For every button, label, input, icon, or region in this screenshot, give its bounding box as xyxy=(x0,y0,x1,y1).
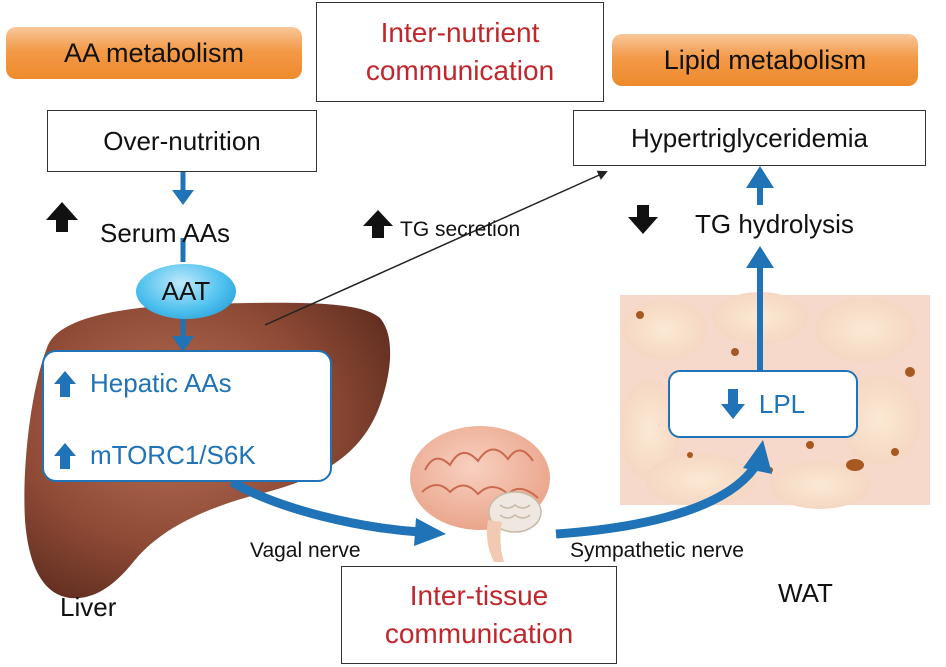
aat-transporter: AAT xyxy=(136,264,236,319)
hypertriglyceridemia-label: Hypertriglyceridemia xyxy=(631,122,868,153)
tg-secretion-up-arrow xyxy=(363,210,393,238)
serum-aas-label: Serum AAs xyxy=(100,218,231,248)
lpl-down-icon xyxy=(720,389,745,419)
arrow-over-nutrition-to-serum xyxy=(172,190,194,205)
over-nutrition-label: Over-nutrition xyxy=(103,125,261,156)
arrow-aat-to-hepatic xyxy=(172,336,194,352)
tg-secretion-label: TG secretion xyxy=(400,218,521,241)
hepatic-box: Hepatic AAs mTORC1/S6K xyxy=(42,350,332,482)
brain-image xyxy=(410,426,550,562)
lipid-metabolism-label: Lipid metabolism xyxy=(663,44,867,75)
vagal-nerve-arrow xyxy=(229,478,421,537)
arrow-tg-hydrolysis-to-hypertriglyceridemia xyxy=(746,166,774,188)
vagal-nerve-label: Vagal nerve xyxy=(250,539,361,562)
inter-nutrient-line2: communication xyxy=(365,55,555,86)
sympathetic-nerve-arrow xyxy=(555,459,762,539)
sympathetic-nerve-label: Sympathetic nerve xyxy=(570,539,744,562)
adipose-tissue-image xyxy=(620,292,930,509)
aat-label: AAT xyxy=(161,276,211,306)
hepatic-aas-up-icon xyxy=(54,370,76,397)
hypertriglyceridemia-box: Hypertriglyceridemia xyxy=(573,110,926,166)
over-nutrition-box: Over-nutrition xyxy=(47,110,317,172)
tg-hydrolysis-down-arrow xyxy=(628,205,658,234)
arrow-lpl-to-tg-hydrolysis xyxy=(746,246,774,268)
aa-metabolism-banner: AA metabolism xyxy=(6,27,302,79)
inter-tissue-line1: Inter-tissue xyxy=(409,580,549,611)
aa-metabolism-label: AA metabolism xyxy=(63,37,245,68)
liver-label: Liver xyxy=(60,592,117,622)
inter-tissue-line2: communication xyxy=(384,618,574,649)
lpl-box: LPL xyxy=(668,370,858,438)
tg-secretion-line xyxy=(264,170,608,326)
inter-nutrient-box: Inter-nutrient communication xyxy=(316,2,604,102)
mtorc1-up-icon xyxy=(54,442,76,469)
tg-hydrolysis-label: TG hydrolysis xyxy=(695,209,854,239)
inter-tissue-box: Inter-tissue communication xyxy=(341,566,617,664)
lipid-metabolism-banner: Lipid metabolism xyxy=(612,34,918,86)
wat-label: WAT xyxy=(778,578,833,608)
inter-nutrient-line1: Inter-nutrient xyxy=(380,17,540,48)
serum-aas-up-arrow xyxy=(46,202,78,232)
lpl-label: LPL xyxy=(758,388,806,419)
hepatic-aas-label: Hepatic AAs xyxy=(90,368,232,398)
mtorc1-label: mTORC1/S6K xyxy=(90,440,256,470)
